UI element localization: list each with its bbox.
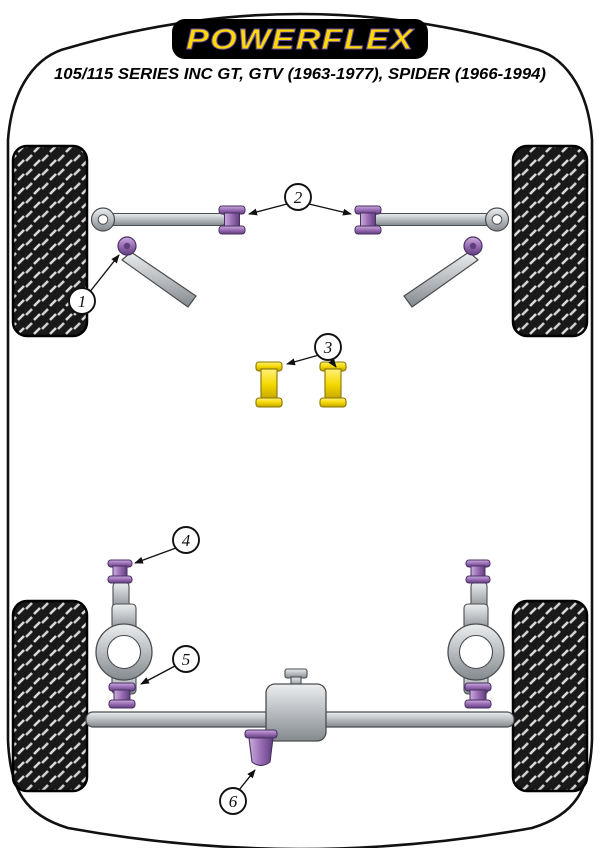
callout-5-label: 5 [182,650,191,669]
front-lower-arm-right [403,236,483,308]
bush-flange [255,397,283,408]
callout-4-arrow [134,547,177,564]
front-lower-arm-right-body [403,251,479,308]
callout-4-circle [172,526,200,554]
front-suspension [90,205,510,308]
bush-waist [113,689,131,702]
callout-2-circle [284,183,312,211]
bush-waist [469,689,487,702]
front-upper-bush-right [354,205,382,235]
bush-waist [324,368,342,401]
tire-front-left [11,144,89,338]
callout-3-label: 3 [323,338,333,357]
rear-lower-bush-right [464,682,492,709]
bush-flange [218,225,246,235]
callout-4: 4 [134,526,200,564]
bush-waist [360,212,376,228]
callout-2: 2 [248,183,352,216]
bush-waist [112,565,128,578]
callout-5-arrow [140,665,176,685]
rear-upright-left-hub-hole [106,634,142,670]
bush-flange [319,397,347,408]
powerflex-logo: POWERFLEX [172,19,428,59]
callout-6-arrow [238,769,256,791]
callout-1-label: 1 [78,292,87,311]
front-upper-arm-right-eye-hole [491,214,503,225]
anti-roll-bar-bush [244,729,278,767]
front-upper-arm-left-eye-hole [97,214,109,225]
tire-rear-left [11,599,89,793]
front-upper-bush-left [218,205,246,235]
callout-1: 1 [68,254,120,315]
callout-1-circle [68,287,96,315]
callout-6-circle [219,787,247,815]
bush-waist [470,565,486,578]
front-upper-arm-left [90,207,227,232]
rear-upper-bush-left [107,559,133,584]
rear-upright-right-hub-hole [458,634,494,670]
bush-waist [260,368,278,401]
diff-mount-body [265,683,327,742]
callout-5-circle [172,645,200,673]
callout-2-arrow-left [248,203,288,216]
center-bush-left [255,361,283,408]
front-upper-arm-left-bar [107,212,227,227]
callout-2-label: 2 [294,188,303,207]
callout-6: 6 [219,769,256,815]
bush-flange [465,575,491,584]
callout-6-label: 6 [229,792,238,811]
logo-background [172,19,428,59]
rear-suspension [85,559,515,767]
logo-text: POWERFLEX [186,24,415,56]
callout-3-arrow-left [286,354,320,366]
callout-1-arrow [89,254,120,292]
front-lower-arm-left [117,236,197,308]
bush-flange [107,575,133,584]
front-upper-arm-right-bar [373,212,493,227]
diff-mount [265,668,327,742]
front-lower-arm-left-body [121,251,197,308]
bush-flange [244,729,278,739]
callout-5: 5 [140,645,200,685]
callout-4-label: 4 [182,531,191,550]
rear-lower-bush-left [108,682,136,709]
bush-waist [224,212,240,228]
rear-upper-bush-right [465,559,491,584]
rear-upright-right [447,581,505,695]
page-title: 105/115 SERIES INC GT, GTV (1963-1977), … [54,66,546,83]
tire-front-right [511,144,589,338]
callout-2-arrow-right [308,203,352,216]
callout-3-circle [314,333,342,361]
tire-rear-right [511,599,589,793]
bush-cone [248,737,274,767]
bush-flange [108,699,136,709]
center-bushes [255,361,347,408]
front-lower-bush-left-core [123,242,131,250]
callout-3: 3 [286,333,342,368]
bush-flange [464,699,492,709]
front-lower-bush-right-core [469,242,477,250]
bush-flange [354,225,382,235]
